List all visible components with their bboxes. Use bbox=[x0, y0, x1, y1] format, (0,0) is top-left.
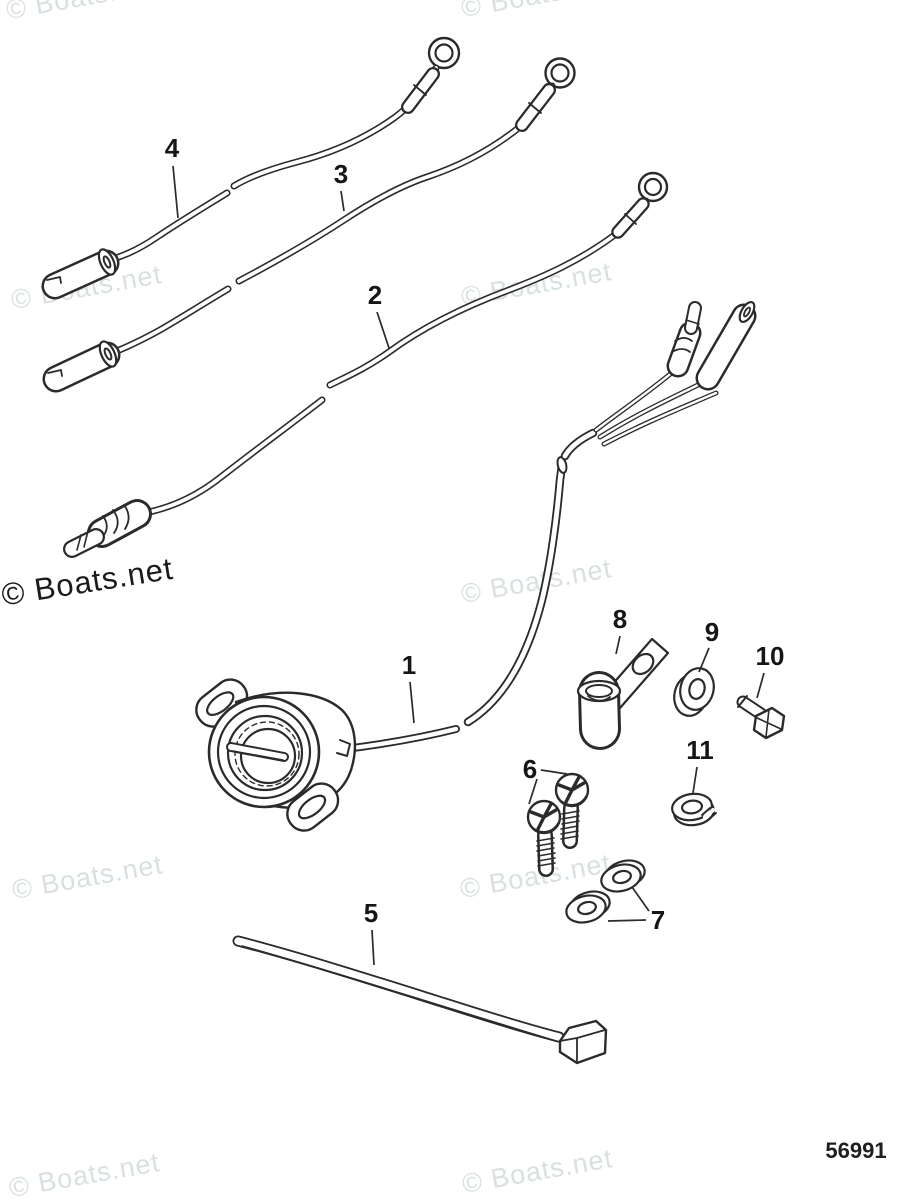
watermark-text: © Boats.net bbox=[4, 0, 159, 25]
hex-bolt bbox=[736, 695, 786, 740]
callout-11-label: 11 bbox=[686, 735, 714, 765]
screws bbox=[526, 772, 590, 877]
watermark-text: © Boats.net bbox=[460, 1143, 615, 1199]
watermark-text: © Boats.net bbox=[10, 849, 165, 905]
cable-tie bbox=[232, 935, 608, 1065]
callout-5-label: 5 bbox=[364, 898, 378, 928]
lock-washer bbox=[671, 792, 717, 827]
watermark-text: © Boats.net bbox=[459, 553, 614, 609]
drawing-part-number: 56991 bbox=[825, 1138, 886, 1163]
callouts: 4 3 2 1 8 9 10 11 6 7 5 bbox=[165, 133, 785, 966]
callout-4-label: 4 bbox=[165, 133, 180, 163]
callout-1-label: 1 bbox=[402, 650, 416, 680]
buzzer-assembly bbox=[195, 300, 757, 832]
flat-washer-9 bbox=[673, 667, 715, 717]
watermark-text: © Boats.net bbox=[7, 1147, 162, 1200]
callout-8-label: 8 bbox=[613, 604, 627, 634]
wire-2 bbox=[63, 171, 669, 558]
watermark-text-dark: © Boats.net bbox=[0, 551, 176, 613]
washers-7 bbox=[565, 859, 646, 924]
callout-7-label: 7 bbox=[651, 905, 665, 935]
clamp bbox=[576, 637, 670, 750]
callout-10-label: 10 bbox=[756, 641, 785, 671]
watermark-grid: © Boats.net © Boats.net © Boats.net © Bo… bbox=[0, 0, 615, 1200]
callout-9-label: 9 bbox=[705, 617, 719, 647]
watermark-text: © Boats.net bbox=[459, 0, 614, 23]
callout-2-label: 2 bbox=[368, 280, 382, 310]
callout-3-label: 3 bbox=[334, 159, 348, 189]
wire-4 bbox=[41, 36, 461, 300]
wire-3 bbox=[42, 57, 576, 393]
callout-6-label: 6 bbox=[523, 754, 537, 784]
